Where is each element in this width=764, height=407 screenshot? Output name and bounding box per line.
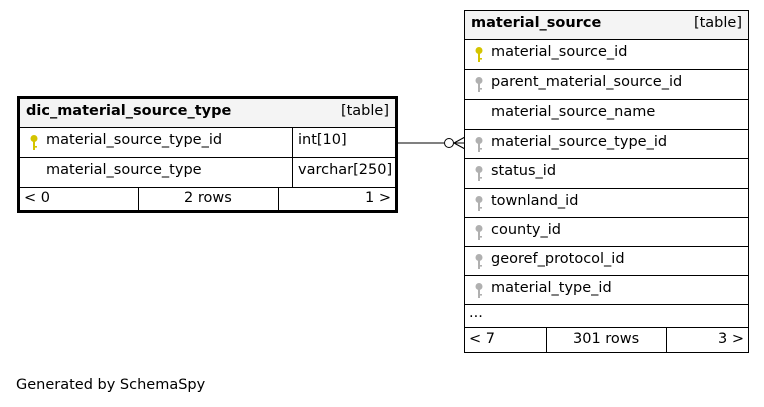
column-name: material_source_id [491, 44, 628, 60]
ellipsis-text: ... [469, 305, 483, 321]
column-name: material_type_id [491, 280, 612, 296]
column-name: georef_protocol_id [491, 251, 625, 267]
table-dic-material-source-type[interactable]: dic_material_source_type [table] materia… [17, 96, 398, 213]
foreign-key-icon [475, 166, 483, 181]
footer-children-count[interactable]: < 0 [24, 190, 50, 206]
column-row[interactable]: status_id [465, 159, 748, 188]
table-material-source[interactable]: material_source [table] material_source_… [464, 10, 749, 353]
table-header: material_source [table] [465, 11, 748, 39]
table-name: dic_material_source_type [26, 103, 232, 119]
footer-children-count[interactable]: < 7 [469, 331, 495, 347]
footer-parents-count[interactable]: 1 > [365, 190, 391, 206]
primary-key-icon [30, 135, 38, 150]
generated-by-label: Generated by SchemaSpy [16, 377, 206, 393]
foreign-key-icon [475, 254, 483, 269]
table-kind-label: [table] [693, 15, 742, 31]
column-name: county_id [491, 222, 561, 238]
column-type: varchar[250] [298, 162, 393, 178]
column-name: status_id [491, 163, 557, 179]
column-row[interactable]: material_source_type_id int[10] [20, 128, 395, 157]
column-name: material_source_type_id [491, 134, 668, 150]
footer-row-count: 301 rows [573, 331, 640, 347]
column-name: material_source_type_id [46, 132, 223, 148]
table-footer: < 0 2 rows 1 > [20, 188, 395, 210]
footer-row-count: 2 rows [184, 190, 232, 206]
column-name: material_source_name [491, 104, 656, 120]
more-columns-ellipsis: ... [465, 305, 748, 327]
column-name: townland_id [491, 193, 579, 209]
column-row[interactable]: material_type_id [465, 276, 748, 305]
column-row[interactable]: county_id [465, 218, 748, 247]
foreign-key-icon [475, 283, 483, 298]
column-name: parent_material_source_id [491, 74, 683, 90]
column-row[interactable]: material_source_name [465, 100, 748, 129]
foreign-key-icon [475, 225, 483, 240]
column-row[interactable]: georef_protocol_id [465, 247, 748, 276]
column-row[interactable]: material_source_id [465, 40, 748, 69]
foreign-key-icon [475, 137, 483, 152]
footer-parents-count[interactable]: 3 > [718, 331, 744, 347]
column-name: material_source_type [46, 162, 202, 178]
table-footer: < 7 301 rows 3 > [465, 328, 748, 353]
foreign-key-icon [475, 77, 483, 92]
column-type: int[10] [298, 132, 347, 148]
primary-key-icon [475, 47, 483, 62]
table-kind-label: [table] [340, 103, 389, 119]
column-row[interactable]: townland_id [465, 189, 748, 218]
column-row[interactable]: material_source_type varchar[250] [20, 158, 395, 187]
column-row[interactable]: material_source_type_id [465, 130, 748, 159]
table-header: dic_material_source_type [table] [20, 99, 395, 127]
table-name: material_source [471, 15, 602, 31]
foreign-key-icon [475, 196, 483, 211]
column-row[interactable]: parent_material_source_id [465, 70, 748, 99]
